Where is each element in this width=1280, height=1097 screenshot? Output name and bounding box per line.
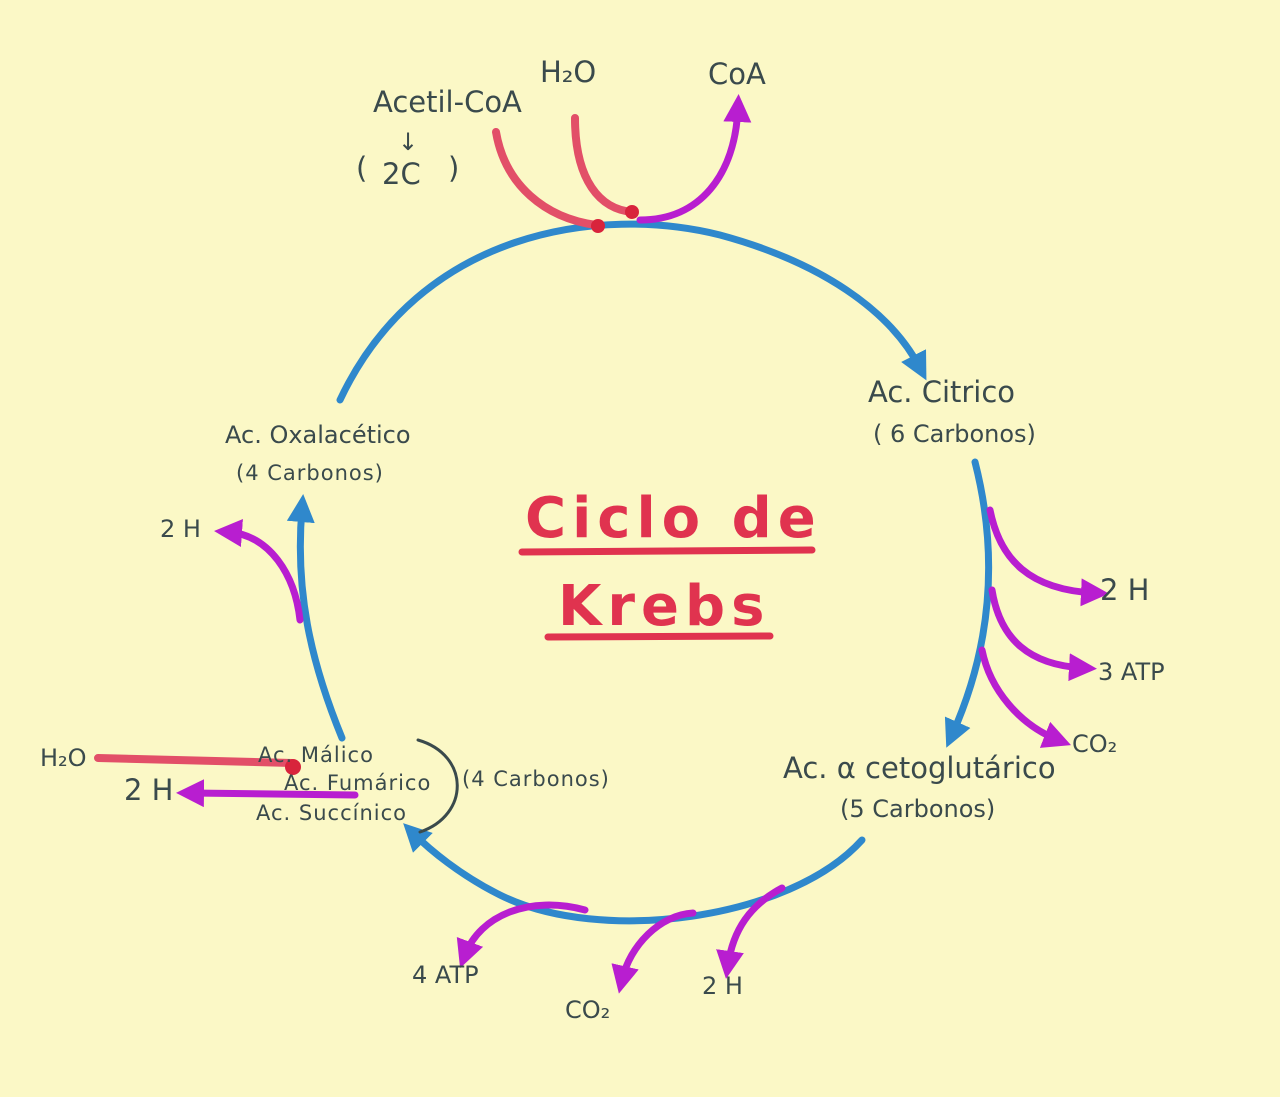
citrico-2h-arrow — [986, 506, 1109, 607]
water-input-arrow — [571, 114, 637, 216]
title-line-2: Krebs — [558, 574, 770, 639]
bottom-output-co2: CO₂ — [565, 996, 610, 1024]
oxalacetico-2h-label: 2 H — [160, 515, 201, 543]
acetil-paren-close: ) — [448, 151, 459, 185]
citrico-carbons: ( 6 Carbonos) — [873, 420, 1036, 448]
cycle-arrow-to-succinico — [403, 823, 866, 925]
junction-dot — [625, 205, 639, 219]
succinico-2h-label: 2 H — [124, 773, 173, 807]
acetil-carbons-label: 2C — [382, 157, 421, 191]
title-underline-1 — [518, 546, 816, 556]
malico-water-label: H₂O — [40, 744, 87, 772]
title-line-1: Ciclo de — [525, 486, 822, 551]
oxalacetico-carbons: (4 Carbonos) — [236, 461, 384, 485]
acetil-coa-input-arrow — [492, 128, 600, 229]
cycle-arrow-to-citrico — [336, 220, 927, 404]
cetoglutarico-name: Ac. α cetoglutárico — [783, 751, 1056, 785]
coa-label: CoA — [708, 57, 766, 91]
oxalacetico-2h-arrow — [214, 519, 304, 624]
succinico-2h-arrow — [176, 779, 359, 808]
cycle-arrow-to-oxalacetico — [286, 494, 346, 742]
fumarico-label: Ac. Fumárico — [284, 771, 431, 795]
cycle-arrow-to-cetoglutarico — [944, 458, 993, 748]
junction-dot — [285, 759, 301, 775]
bottom-4atp-arrow — [456, 901, 589, 969]
title-underline-2 — [544, 632, 774, 641]
coa-output-arrow — [636, 94, 752, 224]
citrico-name: Ac. Citrico — [868, 375, 1015, 409]
bottom-co2-arrow — [611, 909, 697, 994]
citrico-output-atp: 3 ATP — [1098, 658, 1165, 686]
oxalacetico-name: Ac. Oxalacético — [225, 421, 411, 449]
bottom-output-2h: 2 H — [702, 972, 743, 1000]
citrico-co2-arrow — [978, 646, 1072, 748]
four-carbon-count: (4 Carbonos) — [462, 767, 610, 791]
bottom-2h-arrow — [716, 884, 786, 979]
junction-dot — [591, 219, 605, 233]
cetoglutarico-carbons: (5 Carbonos) — [840, 795, 995, 823]
bottom-output-4atp: 4 ATP — [412, 961, 479, 989]
malico-label: Ac. Málico — [258, 743, 374, 767]
citrico-atp-arrow — [988, 586, 1097, 682]
acetil-arrow-icon: ↓ — [398, 128, 418, 156]
citrico-output-2h: 2 H — [1100, 573, 1149, 607]
four-carbon-bracket — [416, 738, 459, 834]
acetil-coa-label: Acetil-CoA — [373, 85, 522, 119]
citrico-output-co2: CO₂ — [1072, 730, 1117, 758]
succinico-label: Ac. Succínico — [256, 801, 407, 825]
malico-water-input-arrow — [94, 754, 296, 767]
water-label: H₂O — [540, 55, 596, 89]
acetil-paren-open: ( — [356, 151, 367, 185]
